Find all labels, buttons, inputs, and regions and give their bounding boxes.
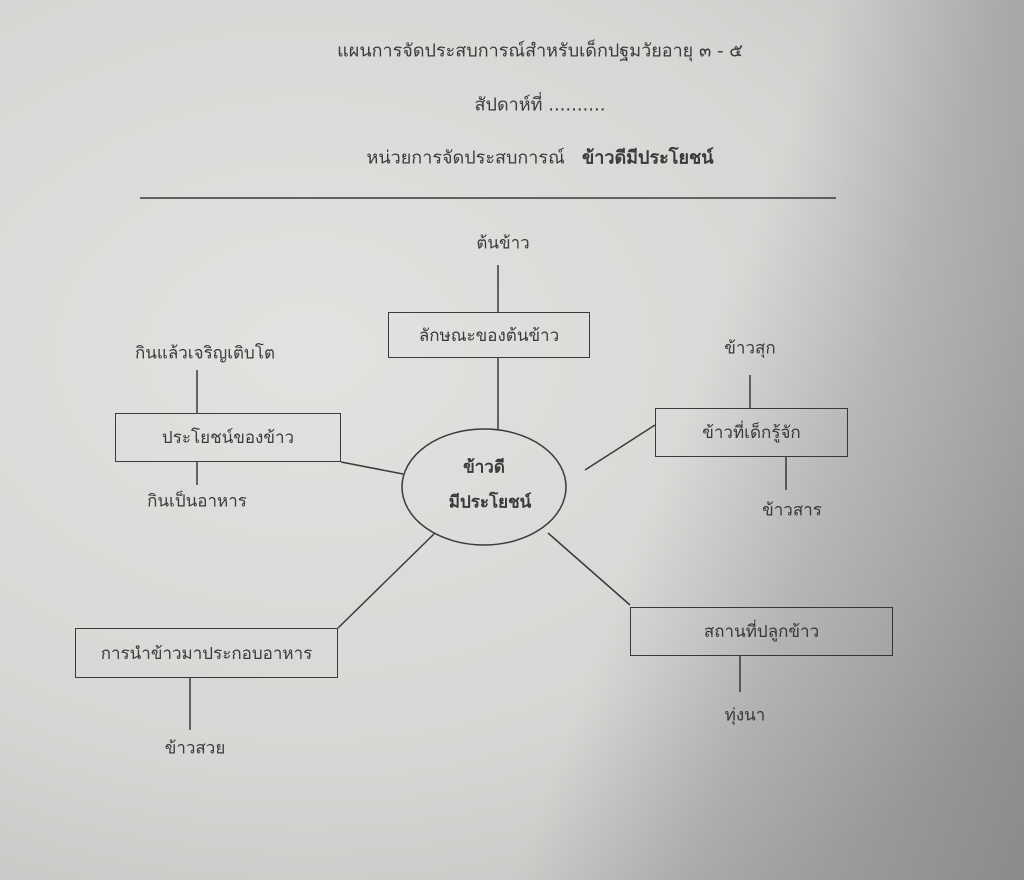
leaf-label: ข้าวสวย — [164, 738, 226, 759]
leaf-label: กินเป็นอาหาร — [147, 491, 247, 512]
center-ellipse — [401, 428, 567, 546]
leaf-label: ข้าวสุก — [724, 338, 776, 359]
unit-name: ข้าวดีมีประโยชน์ — [581, 147, 714, 169]
connector — [547, 532, 631, 606]
center-line-1: ข้าวดี — [463, 457, 505, 478]
branch-box: ประโยชน์ของข้าว — [115, 413, 341, 462]
unit-label: หน่วยการจัดประสบการณ์ — [366, 147, 565, 169]
branch-box: ข้าวที่เด็กรู้จัก — [655, 408, 848, 457]
leaf-label: กินแล้วเจริญเติบโต — [134, 343, 276, 364]
leaf-label: ข้าวสาร — [762, 500, 822, 521]
branch-box: การนำข้าวมาประกอบอาหาร — [75, 628, 338, 678]
connector — [340, 461, 404, 475]
connector — [584, 424, 656, 471]
leaf-label: ทุ่งนา — [724, 705, 766, 726]
center-line-2: มีประโยชน์ — [448, 492, 532, 513]
week-label: สัปดาห์ที่ .......... — [474, 94, 606, 116]
leaf-label: ต้นข้าว — [476, 233, 530, 254]
branch-box: ลักษณะของต้นข้าว — [388, 312, 590, 358]
document-title: แผนการจัดประสบการณ์สำหรับเด็กปฐมวัยอายุ … — [337, 40, 743, 62]
unit-heading: หน่วยการจัดประสบการณ์ ข้าวดีมีประโยชน์ — [366, 143, 713, 172]
branch-box: สถานที่ปลูกข้าว — [630, 607, 893, 656]
connector — [337, 532, 436, 629]
